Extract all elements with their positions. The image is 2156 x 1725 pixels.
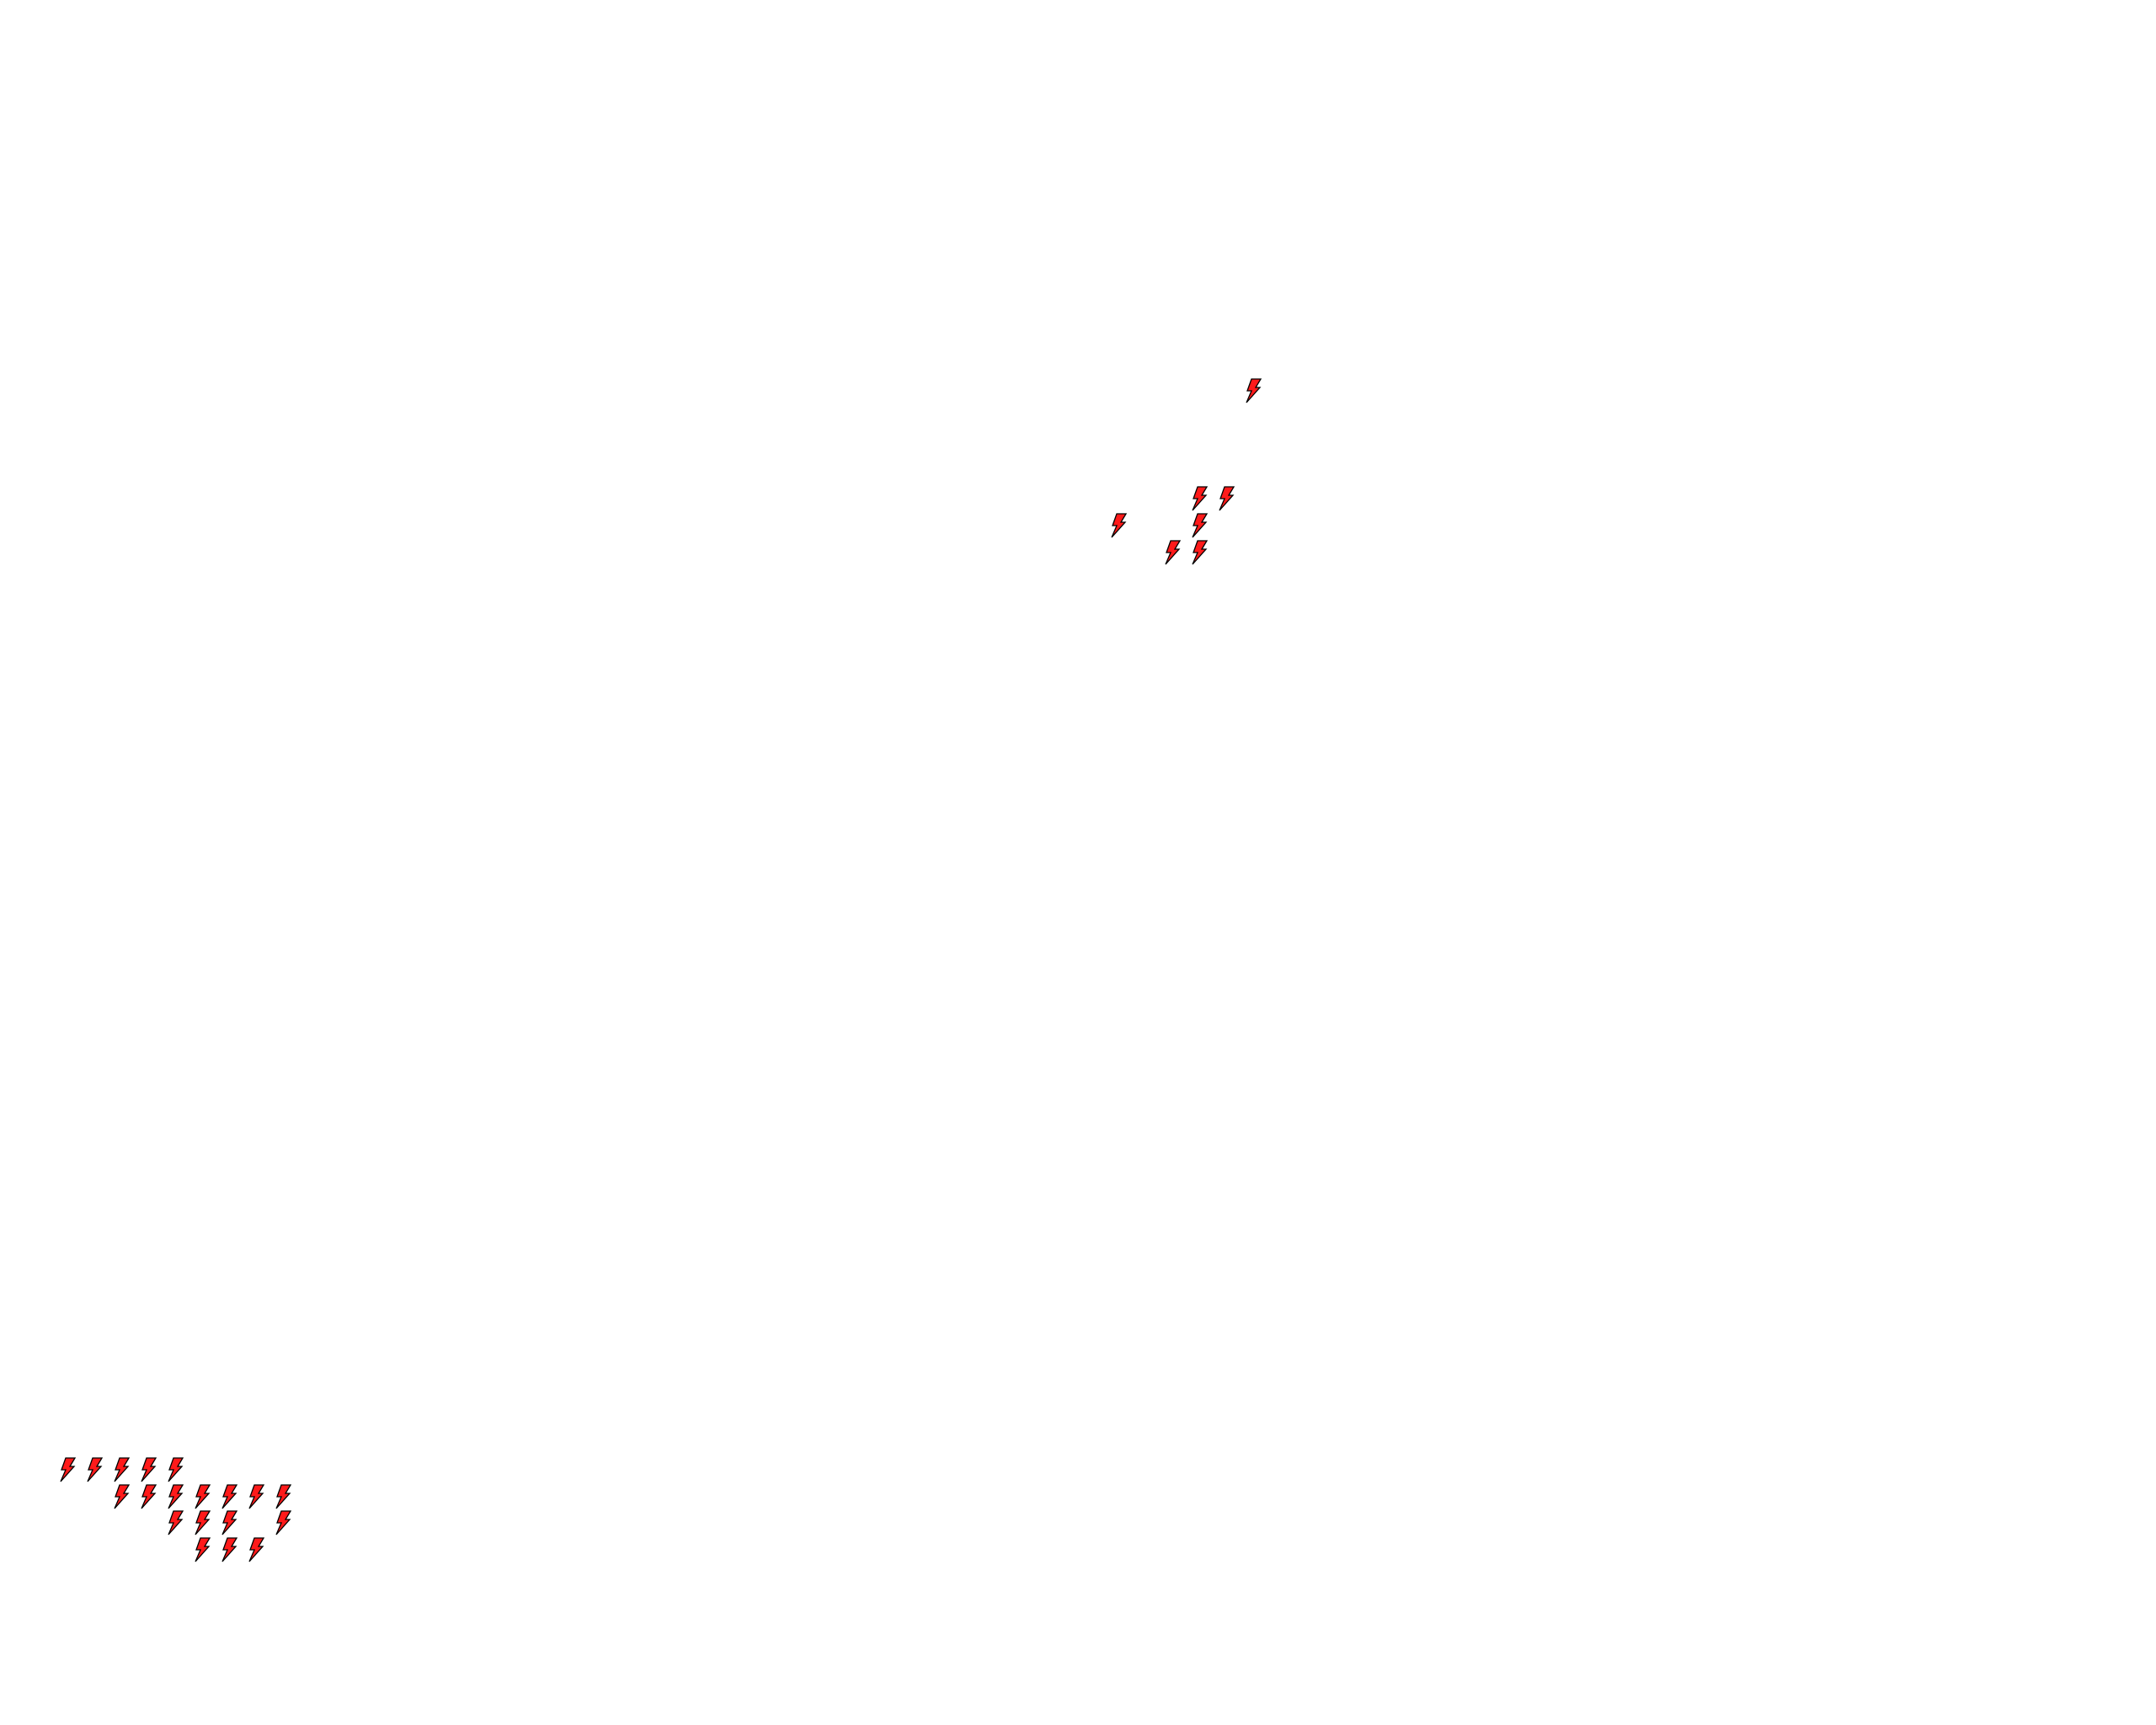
lightning-bolt-icon[interactable] (221, 1537, 237, 1562)
lightning-bolt-icon[interactable] (1246, 378, 1262, 403)
lightning-bolt-icon[interactable] (114, 1457, 130, 1482)
lightning-bolt-icon[interactable] (195, 1537, 211, 1562)
lightning-bolt-icon[interactable] (168, 1510, 184, 1535)
lightning-bolt-icon[interactable] (168, 1484, 184, 1509)
lightning-bolt-icon[interactable] (60, 1457, 76, 1482)
lightning-bolt-icon[interactable] (1219, 486, 1235, 511)
lightning-bolt-icon[interactable] (1165, 540, 1181, 565)
lightning-bolt-icon[interactable] (248, 1484, 264, 1509)
lightning-bolt-icon[interactable] (195, 1484, 211, 1509)
lightning-bolt-icon[interactable] (275, 1484, 291, 1509)
lightning-bolt-icon[interactable] (141, 1457, 157, 1482)
lightning-bolt-icon[interactable] (1192, 513, 1208, 538)
lightning-bolt-icon[interactable] (221, 1510, 237, 1535)
lightning-bolt-icon[interactable] (114, 1484, 130, 1509)
lightning-bolt-icon[interactable] (275, 1510, 291, 1535)
lightning-bolt-icon[interactable] (168, 1457, 184, 1482)
lightning-bolt-icon[interactable] (1111, 513, 1127, 538)
lightning-bolt-icon[interactable] (221, 1484, 237, 1509)
lightning-bolt-icon[interactable] (248, 1537, 264, 1562)
lightning-bolt-icon[interactable] (141, 1484, 157, 1509)
lightning-bolt-icon[interactable] (87, 1457, 103, 1482)
lightning-bolt-icon[interactable] (1192, 486, 1208, 511)
lightning-bolt-icon[interactable] (1192, 540, 1208, 565)
lightning-bolt-icon[interactable] (195, 1510, 211, 1535)
